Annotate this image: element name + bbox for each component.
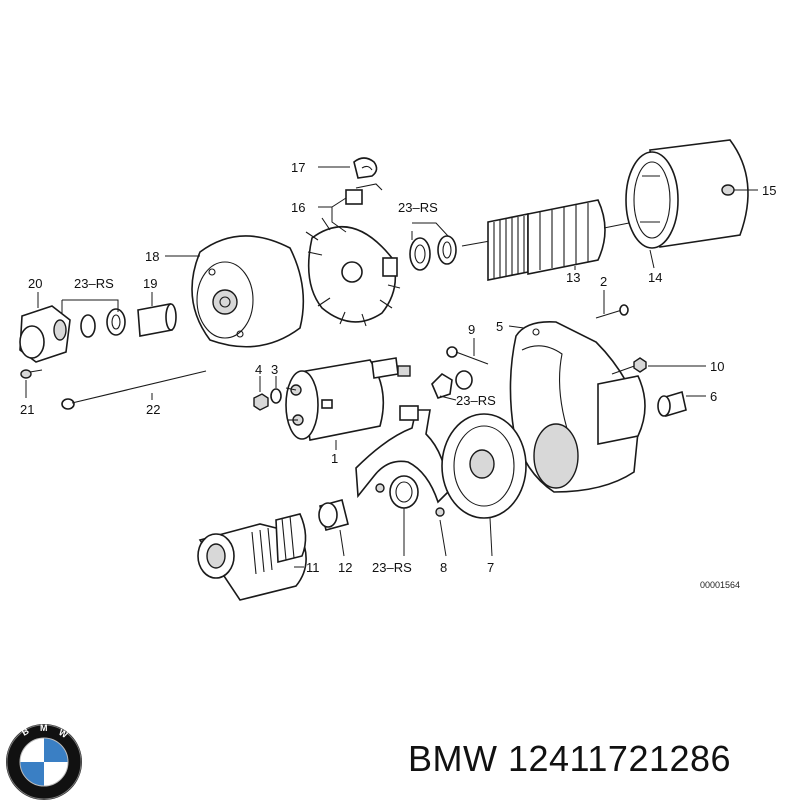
svg-text:B: B — [20, 726, 31, 738]
label-2: 2 — [600, 274, 607, 289]
label-23rs-bottom: 23–RS — [372, 560, 412, 575]
part-number-caption: BMW 12411721286 — [408, 738, 732, 779]
part-12-ring — [318, 499, 349, 531]
part-4-nut — [253, 393, 269, 411]
label-6: 6 — [710, 389, 717, 404]
label-21: 21 — [20, 402, 34, 417]
label-16: 16 — [291, 200, 305, 215]
label-8: 8 — [440, 560, 447, 575]
label-1: 1 — [331, 451, 338, 466]
label-17: 17 — [291, 160, 305, 175]
label-13: 13 — [566, 270, 580, 285]
part-9-bolt — [446, 346, 489, 365]
part-23rs-mid-plungers — [431, 370, 473, 399]
label-5: 5 — [496, 319, 503, 334]
part-5-drive-housing — [509, 320, 646, 493]
label-11: 11 — [306, 560, 320, 575]
label-9: 9 — [468, 322, 475, 337]
part-6-bushing — [657, 390, 687, 418]
label-23rs-left: 23–RS — [74, 276, 114, 291]
part-15-screw — [721, 184, 752, 196]
label-22: 22 — [146, 402, 160, 417]
svg-text:M: M — [40, 723, 48, 733]
label-3: 3 — [271, 362, 278, 377]
label-14: 14 — [648, 270, 662, 285]
label-10: 10 — [710, 359, 724, 374]
part-3-washer — [270, 388, 282, 404]
bmw-logo: B M W — [6, 723, 82, 800]
label-7: 7 — [487, 560, 494, 575]
part-13-armature — [461, 199, 635, 281]
part-1-solenoid — [285, 357, 411, 441]
label-23rs-top: 23–RS — [398, 200, 438, 215]
label-19: 19 — [143, 276, 157, 291]
part-17-brush-spring — [353, 157, 378, 179]
label-4: 4 — [255, 362, 262, 377]
label-15: 15 — [762, 183, 776, 198]
label-18: 18 — [145, 249, 159, 264]
part-7-intermediate-disc — [441, 413, 527, 519]
label-20: 20 — [28, 276, 42, 291]
part-20-bearing-cap — [19, 305, 71, 363]
reference-code: 00001564 — [700, 580, 740, 590]
part-19-bushing — [137, 303, 177, 337]
part-16-brush-plate — [305, 183, 401, 327]
part-22-through-bolt — [61, 370, 207, 410]
part-23rs-top-washers — [409, 235, 457, 271]
part-11-drive-pinion — [197, 513, 307, 601]
part-10-nut — [633, 357, 647, 373]
part-2-screw — [595, 304, 629, 319]
part-23rs-bottom-ring — [389, 475, 419, 509]
part-14-yoke-housing — [625, 139, 749, 249]
part-18-end-housing — [191, 235, 305, 348]
label-23rs-mid: 23–RS — [456, 393, 496, 408]
part-23rs-left-washers — [80, 308, 126, 338]
part-21-screw — [20, 369, 43, 379]
label-12: 12 — [338, 560, 352, 575]
